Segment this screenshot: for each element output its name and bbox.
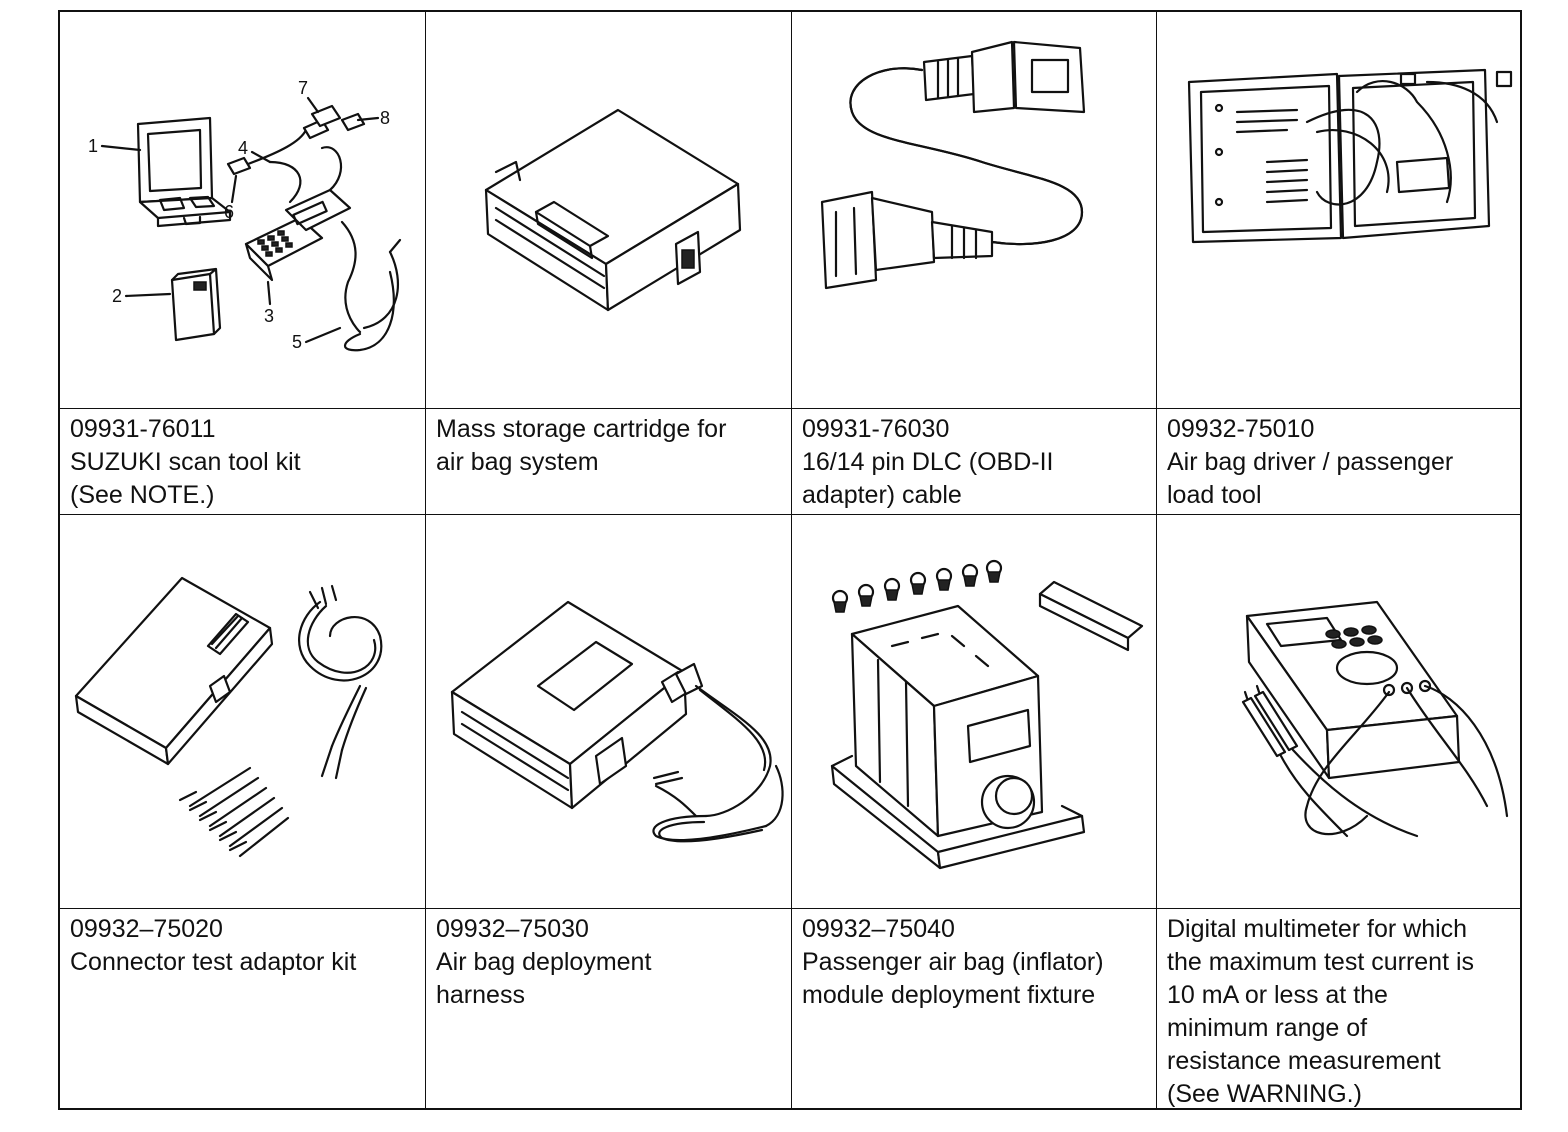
column-divider xyxy=(791,12,792,1108)
tool-description: Mass storage cartridge for xyxy=(436,415,727,443)
tool-caption-09932-75040: 09932–75040 Passenger air bag (inflator)… xyxy=(792,909,1156,1110)
callout-4: 4 xyxy=(238,138,248,158)
tool-description: Air bag deployment xyxy=(436,948,652,976)
callout-5: 5 xyxy=(292,332,302,352)
tool-description: adapter) cable xyxy=(802,481,962,509)
tool-description: air bag system xyxy=(436,448,599,476)
tool-description: the maximum test current is xyxy=(1167,948,1475,976)
deployment-fixture-illustration xyxy=(792,516,1156,907)
mass-storage-cartridge-illustration xyxy=(426,12,790,407)
digital-multimeter-illustration xyxy=(1157,516,1521,907)
connector-test-adaptor-kit-illustration xyxy=(60,516,424,907)
tool-caption-09931-76011: 09931-76011 SUZUKI scan tool kit (See NO… xyxy=(60,409,424,513)
row-divider xyxy=(60,908,1520,909)
tool-description: 16/14 pin DLC (OBD-II xyxy=(802,448,1054,476)
load-tool-illustration xyxy=(1157,12,1521,407)
tool-description: SUZUKI scan tool kit xyxy=(70,448,301,476)
tool-description: module deployment fixture xyxy=(802,981,1096,1009)
dlc-adapter-cable-illustration xyxy=(792,12,1156,407)
row-divider xyxy=(60,408,1520,409)
scan-tool-kit-illustration: 1 2 3 4 5 6 7 8 xyxy=(60,12,424,407)
callout-3: 3 xyxy=(264,306,274,326)
tool-description: Connector test adaptor kit xyxy=(70,948,357,976)
callout-7: 7 xyxy=(298,78,308,98)
deployment-harness-illustration xyxy=(426,516,790,907)
tool-description: Digital multimeter for which xyxy=(1167,915,1468,943)
part-number: 09931-76030 xyxy=(802,415,950,443)
tool-description: harness xyxy=(436,981,525,1009)
tool-caption-09932-75010: 09932-75010 Air bag driver / passenger l… xyxy=(1157,409,1521,513)
column-divider xyxy=(1156,12,1157,1108)
tool-note: (See WARNING.) xyxy=(1167,1080,1362,1108)
callout-2: 2 xyxy=(112,286,122,306)
column-divider xyxy=(425,12,426,1108)
part-number: 09932–75030 xyxy=(436,915,589,943)
tool-description: resistance measurement xyxy=(1167,1047,1441,1075)
part-number: 09931-76011 xyxy=(70,415,216,443)
callout-6: 6 xyxy=(224,202,234,222)
tool-caption-09932-75030: 09932–75030 Air bag deployment harness xyxy=(426,909,790,1110)
tool-description: 10 mA or less at the xyxy=(1167,981,1388,1009)
part-number: 09932-75010 xyxy=(1167,415,1315,443)
tool-caption-09932-75020: 09932–75020 Connector test adaptor kit xyxy=(60,909,424,1110)
callout-1: 1 xyxy=(88,136,98,156)
special-tools-table: 1 2 3 4 5 6 7 8 xyxy=(58,10,1522,1110)
row-divider xyxy=(60,514,1520,515)
tool-caption-digital-multimeter: Digital multimeter for which the maximum… xyxy=(1157,909,1521,1110)
tool-caption-mass-storage-cartridge: Mass storage cartridge for air bag syste… xyxy=(426,409,790,513)
callout-8: 8 xyxy=(380,108,390,128)
part-number: 09932–75020 xyxy=(70,915,223,943)
tool-description: Air bag driver / passenger xyxy=(1167,448,1454,476)
tool-description: minimum range of xyxy=(1167,1014,1368,1042)
tool-caption-09931-76030: 09931-76030 16/14 pin DLC (OBD-II adapte… xyxy=(792,409,1156,513)
tool-description: Passenger air bag (inflator) xyxy=(802,948,1104,976)
tool-description: load tool xyxy=(1167,481,1262,509)
tool-note: (See NOTE.) xyxy=(70,481,215,509)
part-number: 09932–75040 xyxy=(802,915,955,943)
